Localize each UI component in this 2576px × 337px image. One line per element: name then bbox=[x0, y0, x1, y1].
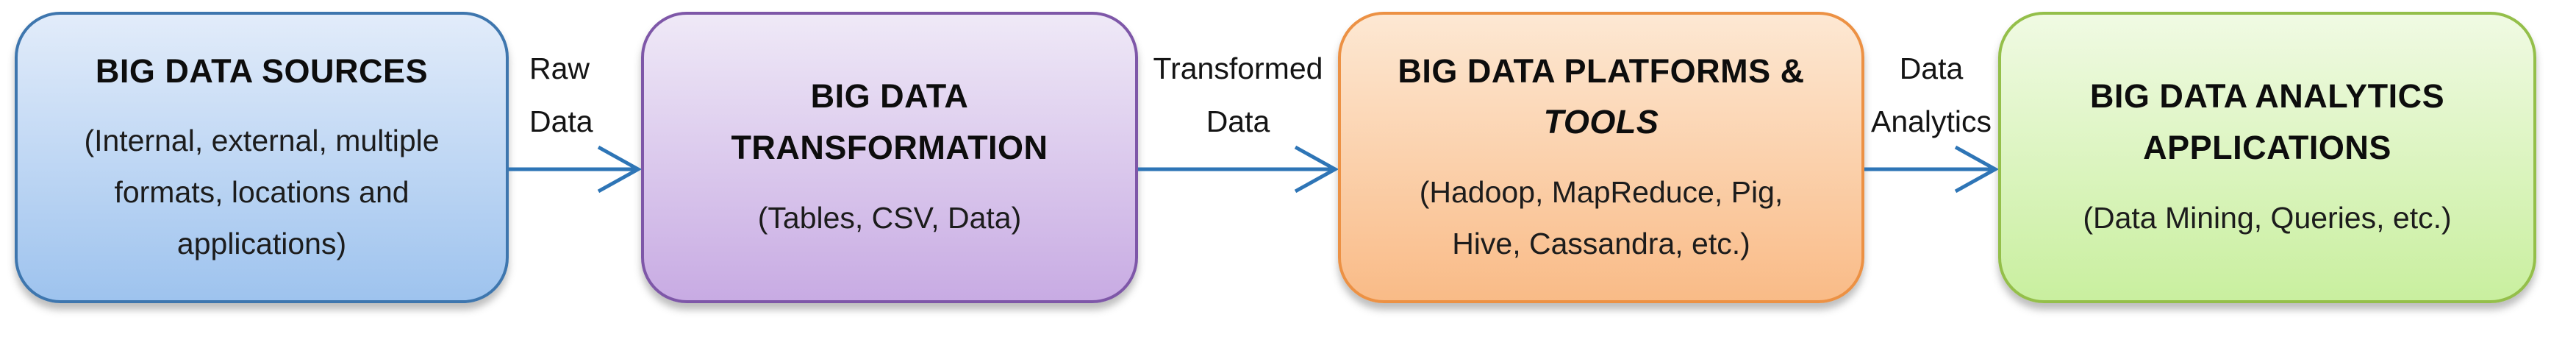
connector-raw-data: Raw Data bbox=[509, 0, 641, 337]
node-description: (Hadoop, MapReduce, Pig, Hive, Cassandra… bbox=[1420, 167, 1783, 269]
title-line: APPLICATIONS bbox=[2143, 129, 2391, 167]
node-description: (Tables, CSV, Data) bbox=[758, 193, 1022, 244]
title-line: BIG DATA PLATFORMS & bbox=[1398, 52, 1805, 90]
label-line: Analytics bbox=[1870, 104, 1992, 138]
body-line: (Hadoop, MapReduce, Pig, bbox=[1419, 175, 1783, 210]
body-line: applications) bbox=[176, 226, 347, 260]
title-line: TRANSFORMATION bbox=[731, 129, 1048, 167]
label-line: Transformed bbox=[1153, 52, 1323, 85]
connector-data-analytics: Data Analytics bbox=[1864, 0, 1998, 337]
label-line: Data bbox=[529, 104, 593, 138]
body-line: (Data Mining, Queries, etc.) bbox=[2083, 200, 2452, 235]
body-line: (Internal, external, multiple bbox=[84, 124, 440, 158]
title-line: TOOLS bbox=[1543, 103, 1659, 141]
right-arrow-icon bbox=[509, 145, 641, 194]
right-arrow-icon bbox=[1864, 145, 1998, 194]
node-big-data-analytics-applications: BIG DATA ANALYTICS APPLICATIONS (Data Mi… bbox=[1998, 12, 2536, 303]
arrow-label-raw-data: Raw Data bbox=[509, 43, 641, 149]
title-line: BIG DATA ANALYTICS bbox=[2089, 77, 2445, 116]
title-line: BIG DATA bbox=[810, 77, 969, 116]
node-description: (Data Mining, Queries, etc.) bbox=[2083, 193, 2451, 244]
title-line: BIG DATA SOURCES bbox=[95, 52, 429, 90]
label-line: Data bbox=[1206, 104, 1270, 138]
node-big-data-platforms-tools: BIG DATA PLATFORMS & TOOLS (Hadoop, MapR… bbox=[1338, 12, 1864, 303]
label-line: Data bbox=[1899, 52, 1964, 85]
body-line: Hive, Cassandra, etc.) bbox=[1452, 226, 1750, 260]
body-line: (Tables, CSV, Data) bbox=[757, 200, 1022, 235]
node-big-data-sources: BIG DATA SOURCES (Internal, external, mu… bbox=[15, 12, 509, 303]
arrow-label-transformed-data: Transformed Data bbox=[1138, 43, 1338, 149]
connector-transformed-data: Transformed Data bbox=[1138, 0, 1338, 337]
node-title: BIG DATA TRANSFORMATION bbox=[731, 71, 1048, 174]
node-title: BIG DATA SOURCES bbox=[96, 46, 428, 97]
body-line: formats, locations and bbox=[114, 175, 409, 210]
right-arrow-icon bbox=[1138, 145, 1338, 194]
node-title: BIG DATA ANALYTICS APPLICATIONS bbox=[2090, 71, 2444, 174]
label-line: Raw bbox=[529, 52, 590, 85]
node-big-data-transformation: BIG DATA TRANSFORMATION (Tables, CSV, Da… bbox=[641, 12, 1138, 303]
node-description: (Internal, external, multiple formats, l… bbox=[84, 116, 439, 269]
node-title: BIG DATA PLATFORMS & TOOLS bbox=[1398, 46, 1804, 149]
arrow-label-data-analytics: Data Analytics bbox=[1864, 43, 1998, 149]
